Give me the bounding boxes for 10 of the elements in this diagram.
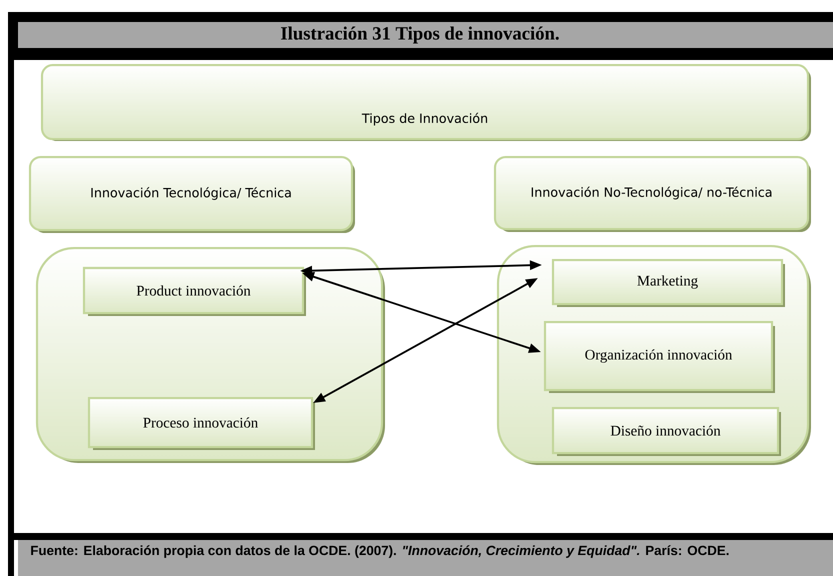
title-bar: Ilustración 31 Tipos de innovación. xyxy=(18,22,833,48)
category-box: Innovación Tecnológica/ Técnica xyxy=(28,156,355,233)
type-box: Organización innovación xyxy=(544,320,775,393)
type-box: Proceso innovación xyxy=(88,396,315,450)
type-box: Diseño innovación xyxy=(552,406,781,456)
caption-bar: Fuente: Elaboración propia con datos de la OCDE. (2007). "Innovación, Crecimiento y Equidad". París: OCDE. xyxy=(18,540,833,576)
type-box: Marketing xyxy=(552,258,785,307)
type-box: Product innovación xyxy=(82,266,306,316)
heading-box: Tipos de Innovación xyxy=(40,64,811,141)
category-box: Innovación No-Tecnológica/ no-Técnica xyxy=(494,156,811,232)
